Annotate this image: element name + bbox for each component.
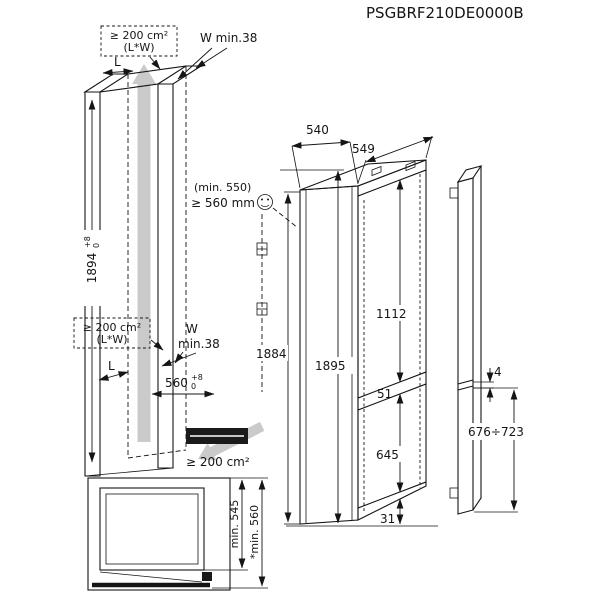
dim-wall-mid: W min.38 (161, 322, 220, 367)
door-hinge-icon (202, 572, 212, 581)
dim-1894-tol-zero: 0 (92, 243, 101, 248)
top-hinge-icon (371, 165, 382, 177)
dim-51-value: 51 (377, 387, 392, 401)
vent-mid-line1: ≥ 200 cm² (83, 321, 141, 334)
l-mid-label: L (108, 359, 115, 373)
dim-1112-value: 1112 (376, 307, 407, 321)
dim-560-tol-zero: 0 (191, 382, 196, 391)
dim-560-value: 560 (165, 376, 188, 390)
vent-mid-line2: (L*W) (96, 333, 127, 346)
dim-31-value: 31 (380, 512, 395, 526)
side-panel (449, 165, 483, 515)
inset-min-545-label: min. 545 (228, 500, 241, 549)
inset-min-560-label: *min. 560 (248, 505, 261, 559)
dim-1894-tol-plus: +8 (83, 236, 92, 248)
top-hinge-icon (405, 160, 416, 172)
dim-1884-value: 1884 (256, 347, 287, 361)
w-mid-line2: min.38 (178, 337, 220, 351)
dim-540: 540 (291, 123, 359, 189)
recommended-depth-label: ≥ 560 mm (191, 196, 255, 210)
inset-top-view: min. 545 *min. 560 (87, 477, 268, 591)
w-min-top-label: W min.38 (200, 31, 257, 45)
dim-1894-value: 1894 (85, 253, 99, 284)
dim-560-tol-plus: +8 (191, 373, 203, 382)
dim-wall-top: W min.38 (177, 31, 257, 80)
dim-540-value: 540 (306, 123, 329, 137)
vent-top-line1: ≥ 200 cm² (110, 29, 168, 42)
dim-4: 4 (473, 365, 502, 402)
dim-1895-value: 1895 (315, 359, 346, 373)
niche-depth-note: (min. 550) ≥ 560 mm (191, 181, 273, 210)
vent-top-line2: (L*W) (123, 41, 154, 54)
l-top-label: L (114, 55, 121, 69)
plinth-vent: ≥ 200 cm² (186, 428, 250, 469)
dim-31: 31 (380, 498, 404, 526)
vent-area-top: ≥ 200 cm² (L*W) (100, 25, 178, 70)
model-number: PSGBRF210DE0000B (366, 4, 524, 22)
airflow-arrow-up-icon (132, 64, 156, 442)
hinge-icon (256, 242, 268, 256)
dim-645-value: 645 (376, 448, 399, 462)
vent-bottom-label: ≥ 200 cm² (186, 455, 250, 469)
panel-hinge-icon (449, 487, 459, 499)
cabinet-column (83, 65, 203, 477)
dim-L-top: L (102, 55, 134, 76)
dim-4-value: 4 (494, 365, 502, 379)
dim-L-mid: L (98, 359, 129, 381)
hinge-icon (256, 302, 268, 316)
dim-1884: 1884 (254, 191, 300, 525)
dim-676-723: 676÷723 (466, 387, 528, 513)
dim-549: 549 (352, 135, 434, 184)
niche-reference (256, 207, 299, 392)
dim-560: 560 +8 0 (151, 373, 215, 398)
dim-1895: 1895 (312, 170, 356, 524)
dim-549-value: 549 (352, 142, 375, 156)
dim-645: 645 (374, 393, 410, 493)
smiley-icon (257, 194, 273, 210)
vent-area-mid: ≥ 200 cm² (L*W) (73, 317, 164, 351)
dim-51: 51 (377, 387, 392, 401)
appliance (280, 159, 438, 527)
panel-hinge-icon (449, 187, 459, 199)
min-550-label: (min. 550) (194, 181, 251, 194)
dim-676-723-value: 676÷723 (468, 425, 524, 439)
dim-1894: 1894 +8 0 (83, 99, 101, 463)
dim-1112: 1112 (374, 179, 416, 383)
w-mid-line1: W (186, 322, 198, 336)
